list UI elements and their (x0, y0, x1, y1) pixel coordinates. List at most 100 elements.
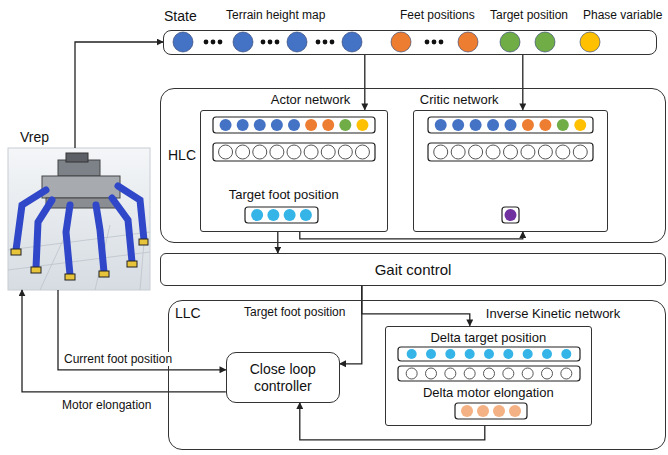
neuron (251, 209, 263, 221)
neuron (538, 145, 552, 159)
column-label: Target position (490, 8, 568, 22)
node-label: Target foot position (229, 187, 339, 203)
neuron (434, 145, 448, 159)
neuron (304, 145, 318, 159)
network-box: Critic network (413, 110, 608, 232)
connector-arrow (300, 232, 523, 239)
ellipsis-dot (218, 40, 223, 45)
neuron-layer (213, 143, 375, 161)
connector-arrow (300, 403, 485, 440)
ellipsis-dot (439, 40, 444, 45)
neuron (271, 119, 283, 131)
network-box: Inverse Kinetic networkDelta target posi… (385, 326, 592, 426)
hlc-region: Actor networkTarget foot positionCritic … (160, 88, 666, 243)
neuron-layer (502, 207, 519, 223)
neuron (339, 119, 351, 131)
neuron (522, 119, 534, 131)
neuron (445, 349, 455, 359)
network-box: Actor networkTarget foot position (200, 110, 388, 232)
neuron (219, 145, 233, 159)
state-vector-box: State (163, 30, 657, 55)
neuron-layer (428, 143, 593, 161)
neuron (574, 119, 586, 131)
neuron (487, 119, 499, 131)
signal-label: Target foot position (242, 305, 347, 319)
neuron (484, 349, 494, 359)
neuron (452, 119, 464, 131)
neuron (504, 145, 518, 159)
node-label: Gait control (161, 261, 665, 279)
neuron (561, 349, 571, 359)
neuron (522, 368, 533, 379)
layer-bar (428, 117, 593, 133)
node-label: Delta target position (386, 330, 591, 346)
connector-arrow (22, 290, 226, 392)
neuron (461, 405, 473, 417)
neuron (300, 209, 312, 221)
neuron-layer (455, 403, 527, 419)
node-label: HLC (168, 147, 196, 164)
neuron (557, 119, 569, 131)
ellipsis-dot (261, 40, 266, 45)
neuron (573, 145, 587, 159)
node-heading: Inverse Kinetic network (486, 306, 620, 322)
ellipsis-dot (275, 40, 280, 45)
neuron (542, 349, 552, 359)
connector-arrow (362, 286, 470, 326)
neuron (509, 405, 521, 417)
connector-arrow (58, 290, 226, 370)
neuron (493, 405, 505, 417)
llc-region: Close loop controller Inverse Kinetic net… (168, 300, 666, 450)
layer-bar (428, 143, 593, 161)
ellipsis-dot (432, 40, 437, 45)
ellipsis-dot (204, 40, 209, 45)
neuron (236, 145, 250, 159)
connector-arrow (364, 55, 365, 110)
neuron-layer (398, 347, 580, 361)
process-box: Gait control (160, 253, 666, 286)
ellipsis-dot (316, 40, 321, 45)
neuron (267, 209, 279, 221)
node-label: Delta motor elongation (386, 385, 591, 401)
state-element (233, 32, 253, 52)
signal-label: Current foot position (62, 352, 174, 366)
neuron (407, 349, 417, 359)
node-label: LLC (175, 305, 201, 322)
neuron (561, 368, 572, 379)
neuron (470, 119, 482, 131)
state-element (500, 32, 520, 52)
neuron (484, 368, 495, 379)
signal-label: Motor elongation (60, 398, 153, 412)
layer-bar (213, 143, 375, 161)
neuron (287, 145, 301, 159)
state-element (173, 32, 193, 52)
ellipsis-dot (211, 40, 216, 45)
state-element (458, 32, 478, 52)
state-element (580, 32, 600, 52)
neuron (505, 119, 517, 131)
connector-arrow (522, 55, 523, 110)
neuron (435, 119, 447, 131)
state-element (535, 32, 555, 52)
neuron (220, 119, 232, 131)
neuron (445, 368, 456, 379)
neuron (465, 349, 475, 359)
neuron (426, 349, 436, 359)
neuron (338, 145, 352, 159)
neuron (521, 145, 535, 159)
neuron (284, 209, 296, 221)
neuron (305, 119, 317, 131)
neuron (477, 405, 489, 417)
neuron (237, 119, 249, 131)
neuron (542, 368, 553, 379)
layer-bar (213, 117, 375, 133)
state-element (391, 32, 411, 52)
layer-bars (173, 32, 600, 419)
node-label: Close loop controller (227, 361, 339, 395)
layer-bar (455, 403, 527, 419)
connector-arrow (75, 42, 163, 148)
neuron (426, 368, 437, 379)
state-element (287, 32, 307, 52)
neuron (270, 145, 284, 159)
